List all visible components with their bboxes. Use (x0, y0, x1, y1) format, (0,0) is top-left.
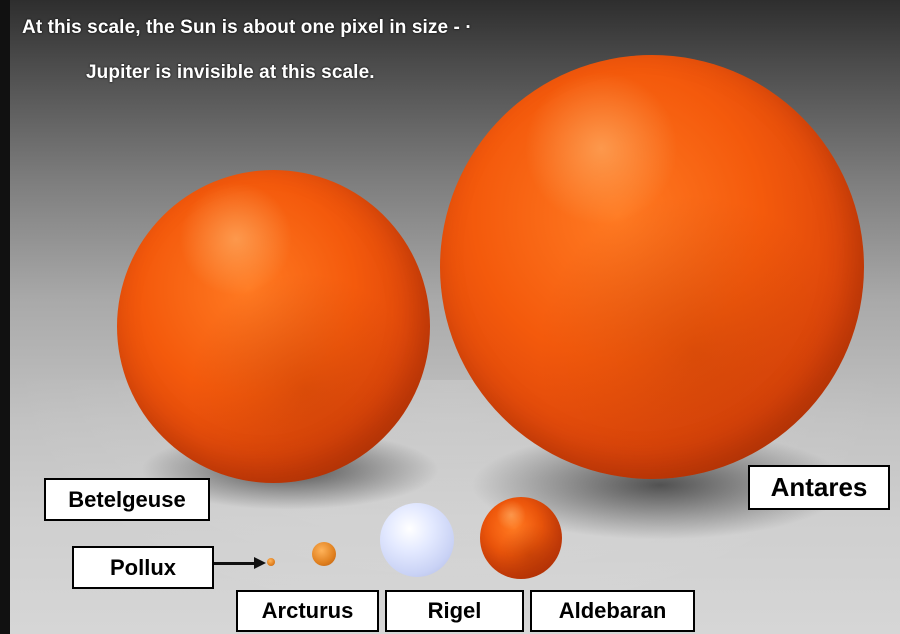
label-aldebaran: Aldebaran (530, 590, 695, 632)
rigel-star (380, 503, 454, 577)
label-pollux: Pollux (72, 546, 214, 589)
antares-star (440, 55, 864, 479)
label-arcturus: Arcturus (236, 590, 379, 632)
pollux-pointer-line (214, 562, 256, 565)
betelgeuse-star (117, 170, 430, 483)
label-antares: Antares (748, 465, 890, 510)
label-betelgeuse: Betelgeuse (44, 478, 210, 521)
arcturus-star (312, 542, 336, 566)
aldebaran-star (480, 497, 562, 579)
caption-jupiter: Jupiter is invisible at this scale. (86, 62, 375, 84)
pollux-pointer-arrowhead (254, 557, 266, 569)
caption-sun-scale: At this scale, the Sun is about one pixe… (22, 17, 472, 39)
pollux-star (267, 558, 275, 566)
left-border (0, 0, 10, 634)
label-rigel: Rigel (385, 590, 524, 632)
